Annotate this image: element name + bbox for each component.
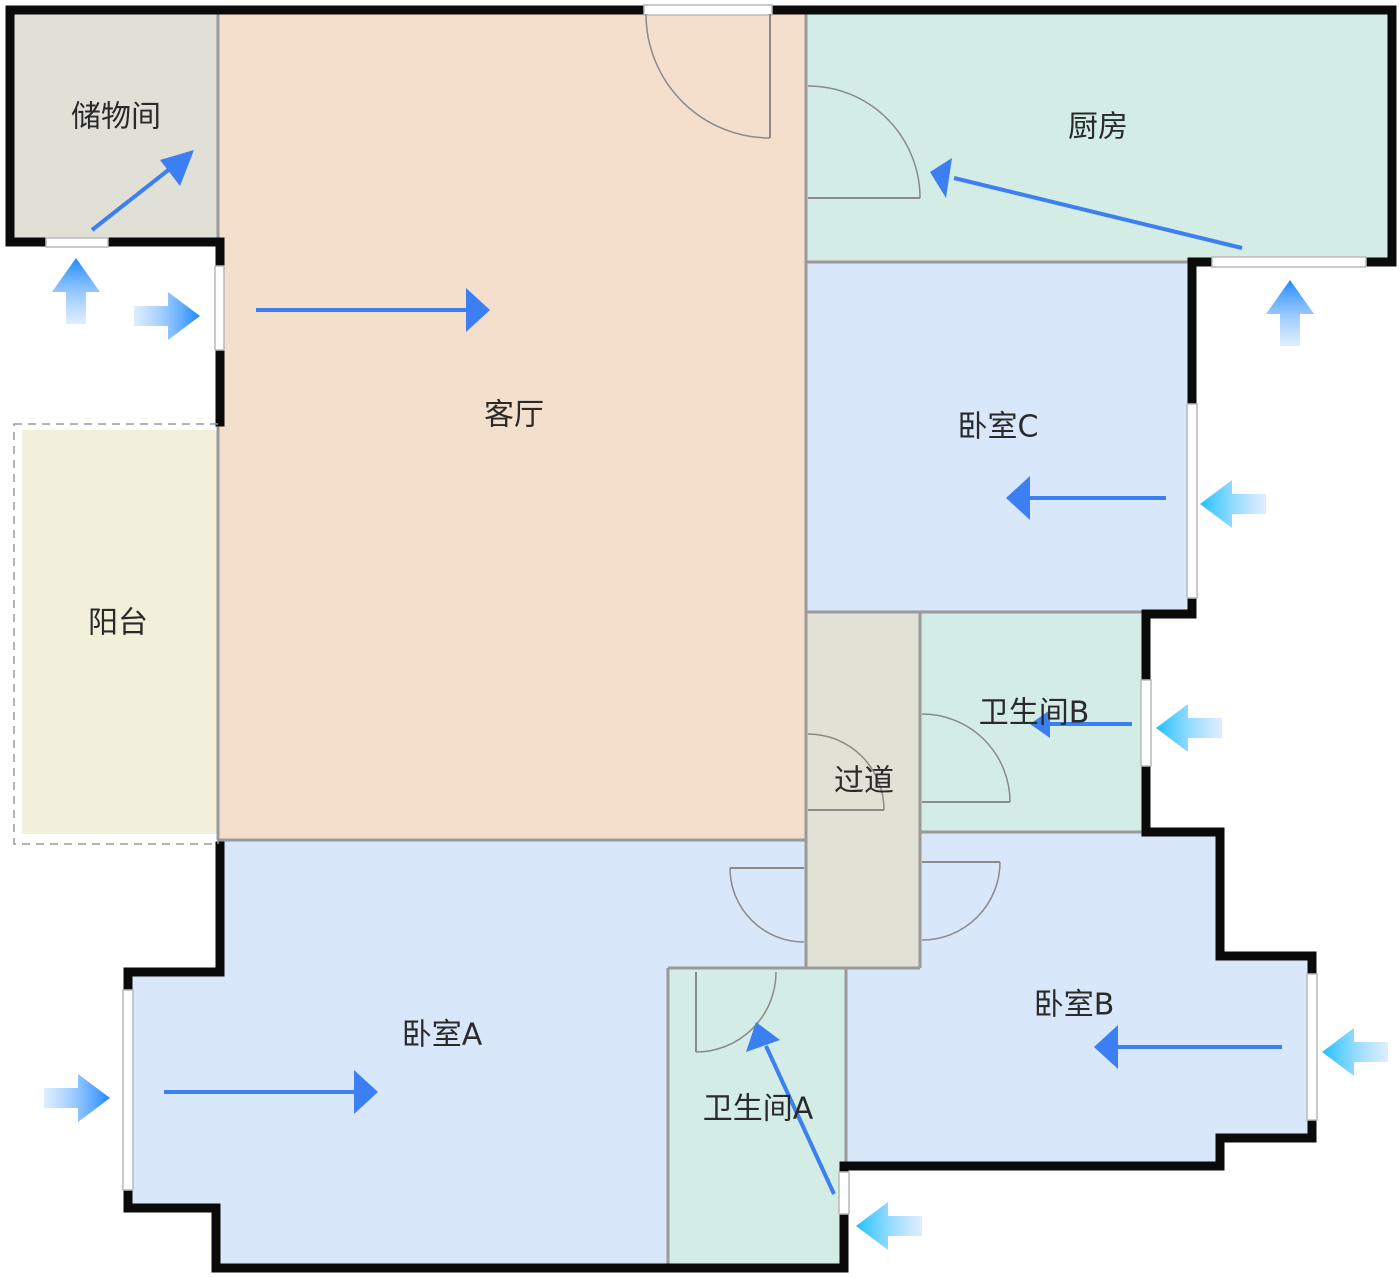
gradient-airflow-arrow-icon	[1322, 1028, 1388, 1076]
storage-label: 储物间	[71, 100, 161, 135]
blue-line-arrow-icon	[164, 1070, 378, 1114]
storage-window	[45, 237, 109, 248]
corridor-label: 过道	[834, 764, 894, 799]
blue-line-arrow-icon	[1006, 476, 1166, 520]
ventilation-arrows	[44, 258, 1388, 1250]
bedroom-a-room	[130, 840, 806, 1266]
bedroom-c-label: 卧室C	[958, 410, 1039, 445]
windows	[13, 4, 1367, 1215]
circulation-arrows	[90, 150, 1282, 1195]
bedroom-b-room	[846, 832, 1312, 1170]
gradient-airflow-arrow-icon	[52, 258, 100, 324]
bathroom-b-label: 卫生间B	[979, 696, 1090, 731]
bedroom-a-door	[729, 867, 805, 943]
blue-line-arrow-icon	[256, 288, 490, 332]
blue-line-arrow-icon	[1030, 710, 1132, 738]
bedroom-c-room	[806, 262, 1190, 612]
bedroom-a-window	[122, 989, 134, 1191]
living-window	[214, 265, 225, 351]
bathroom-a-label: 卫生间A	[703, 1092, 814, 1127]
bathroom-b-window	[1140, 679, 1152, 767]
doors	[645, 13, 1011, 1053]
blue-line-arrow-icon	[746, 1022, 836, 1195]
kitchen-label: 厨房	[1068, 110, 1128, 145]
bedroom-a-label: 卧室A	[402, 1018, 483, 1053]
gradient-airflow-arrow-icon	[1266, 280, 1314, 346]
kitchen-room	[806, 12, 1392, 262]
balcony-outline	[13, 423, 219, 845]
corridor-door	[807, 733, 885, 811]
gradient-airflow-arrow-icon	[856, 1202, 922, 1250]
storage-room	[12, 12, 218, 242]
kitchen-door	[807, 85, 921, 199]
bedroom-c-window	[1186, 403, 1198, 599]
bathroom-a-door	[695, 971, 777, 1053]
corridor-room	[806, 612, 920, 968]
balcony-label: 阳台	[88, 606, 148, 641]
balcony-room	[22, 430, 218, 834]
blue-line-arrow-icon	[90, 150, 194, 232]
gradient-airflow-arrow-icon	[1156, 704, 1222, 752]
entrance-opening	[643, 4, 773, 16]
blue-line-arrow-icon	[930, 158, 1243, 250]
bathroom-a-window	[838, 1171, 850, 1215]
blue-line-arrow-icon	[1094, 1025, 1282, 1069]
living-room	[218, 12, 806, 840]
kitchen-window	[1211, 256, 1367, 268]
room-labels: 储物间 客厅 厨房 卧室C 阳台 过道 卫生间B 卧室A 卫生间A 卧室B	[71, 100, 1128, 1127]
bedroom-b-window	[1306, 973, 1318, 1121]
bedroom-b-label: 卧室B	[1034, 988, 1115, 1023]
bedroom-b-door	[921, 861, 1001, 941]
entrance-door	[645, 13, 771, 139]
gradient-airflow-arrow-icon	[1200, 480, 1266, 528]
living-room-label: 客厅	[484, 398, 544, 433]
bathroom-b-door	[921, 713, 1011, 803]
gradient-airflow-arrow-icon	[134, 292, 200, 340]
room-fills	[12, 12, 1392, 1266]
gradient-airflow-arrow-icon	[44, 1074, 110, 1122]
exterior-walls	[5, 5, 1397, 1273]
bathroom-a-room	[668, 968, 846, 1266]
